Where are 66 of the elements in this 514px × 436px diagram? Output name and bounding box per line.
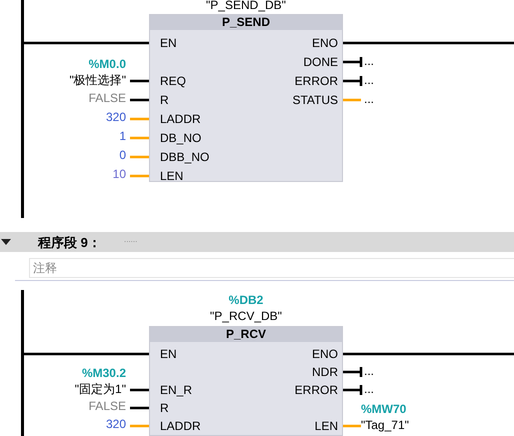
pin-label: LEN xyxy=(150,168,184,184)
pin-label: ENO xyxy=(312,346,342,362)
block-title: P_SEND xyxy=(150,15,342,30)
operand-address: %M0.0 xyxy=(88,56,126,72)
power-rail xyxy=(21,0,24,218)
connection-line xyxy=(342,74,362,88)
connection-line xyxy=(24,352,150,356)
pin-label: EN xyxy=(150,35,177,51)
operand-value: 320 xyxy=(106,417,130,431)
unconnected-output: ... xyxy=(361,53,374,69)
pin-label: LADDR xyxy=(150,111,201,127)
connection-line xyxy=(342,42,514,44)
pin-label: ENO xyxy=(312,35,342,51)
operand-value: 0 xyxy=(119,148,130,162)
operand-address: %MW70 xyxy=(361,401,408,417)
operand-tag: "极性选择" xyxy=(69,72,126,88)
connection-line xyxy=(342,352,514,356)
network-title: 程序段 9： xyxy=(38,234,101,252)
pin-label: REQ xyxy=(150,73,186,89)
pin-label: DB_NO xyxy=(150,130,202,146)
comment-field: 注释 xyxy=(29,258,514,278)
instance-address: %DB2 xyxy=(228,292,264,308)
connection-line xyxy=(130,136,150,140)
unconnected-output: ... xyxy=(361,363,374,379)
operand-value: 320 xyxy=(106,110,130,124)
operand-value: 10 xyxy=(112,167,130,181)
connection-line xyxy=(130,424,150,428)
pin-label: EN xyxy=(150,346,177,362)
power-rail xyxy=(21,290,24,436)
connection-line xyxy=(130,118,150,120)
connection-line xyxy=(130,80,150,82)
pin-label: DONE xyxy=(303,54,342,70)
unconnected-output: ... xyxy=(361,91,374,107)
operand-tag: "固定为1" xyxy=(74,381,126,397)
block-title: P_RCV xyxy=(150,327,342,342)
connection-line xyxy=(24,42,150,44)
pin-label: EN_R xyxy=(150,382,192,398)
unconnected-output: ... xyxy=(361,72,374,88)
connection-line xyxy=(342,366,362,378)
connection-line xyxy=(342,98,361,102)
connection-line xyxy=(342,384,362,396)
operand-address: %M30.2 xyxy=(80,365,126,381)
connection-line xyxy=(130,156,150,158)
connection-line xyxy=(130,388,150,392)
pin-label: STATUS xyxy=(292,92,342,108)
operand-value: 1 xyxy=(119,129,130,143)
connection-line xyxy=(130,406,150,410)
operand-value: FALSE xyxy=(88,91,130,105)
pin-label: DBB_NO xyxy=(150,149,210,165)
operand-tag: "Tag_71" xyxy=(361,417,409,433)
pin-label: ERROR xyxy=(294,73,342,89)
pin-label: R xyxy=(150,400,169,416)
pin-label: LADDR xyxy=(150,418,201,434)
network-description: ...... xyxy=(124,235,138,244)
unconnected-output: ... xyxy=(361,381,374,397)
connection-line xyxy=(342,424,361,428)
operand-value: FALSE xyxy=(88,399,130,413)
instance-name: "P_RCV_DB" xyxy=(210,308,282,324)
pin-label: R xyxy=(150,92,169,108)
connection-line xyxy=(130,98,150,102)
pin-label: ERROR xyxy=(294,382,342,398)
pin-label: LEN xyxy=(314,418,342,434)
instance-name: "P_SEND_DB" xyxy=(206,0,286,13)
connection-line xyxy=(130,174,150,178)
connection-line xyxy=(342,56,362,68)
pin-label: NDR xyxy=(312,364,342,380)
